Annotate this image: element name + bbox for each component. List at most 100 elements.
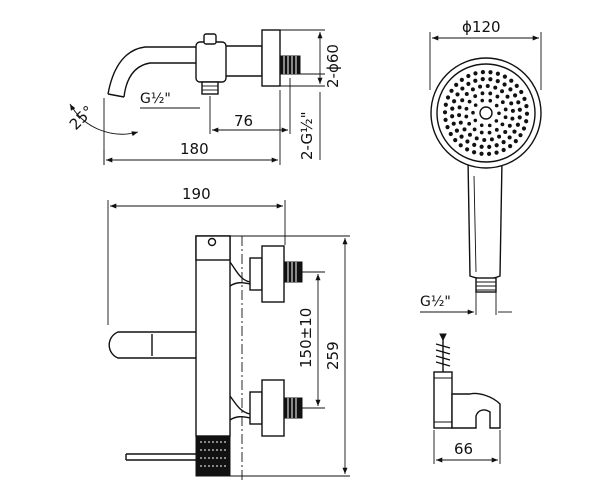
nozzle-dot: [450, 106, 455, 111]
nozzle-dot: [485, 84, 490, 89]
nozzle-dot: [510, 116, 515, 121]
nozzle-dot: [460, 98, 465, 103]
nozzle-dot: [516, 100, 521, 105]
nozzle-dot: [500, 100, 505, 105]
nozzle-dot: [479, 123, 484, 128]
mixer-body: [195, 41, 227, 83]
front-cartridge: [195, 435, 231, 477]
nozzle-dot: [451, 121, 456, 126]
nozzle-dot: [521, 126, 527, 131]
nozzle-dot: [487, 123, 492, 128]
nozzle-dot: [480, 98, 485, 103]
nozzle-dot: [517, 115, 522, 120]
wall-inlets-label: 2-G½": [298, 111, 316, 160]
nozzle-dot: [465, 147, 470, 152]
nozzle-dot: [479, 130, 484, 135]
head-diameter-label: ϕ120: [462, 18, 501, 36]
nozzle-dot: [501, 139, 506, 145]
nozzle-dot: [507, 123, 512, 128]
front-overall-width-label: 190: [182, 185, 211, 203]
nozzle-dot: [480, 70, 486, 75]
nozzle-dot: [486, 151, 492, 156]
nozzle-dot: [495, 71, 500, 76]
nozzle-dot: [464, 114, 469, 119]
nozzle-dot: [473, 118, 478, 123]
nozzle-dot: [466, 81, 471, 87]
nozzle-dot: [524, 119, 529, 124]
nozzle-dot: [462, 127, 467, 132]
nozzle-dot: [513, 139, 518, 144]
nozzle-dot: [494, 103, 499, 108]
wall-bracket-view: 66: [433, 333, 501, 464]
inlet-to-outlet-label: 76: [234, 112, 253, 130]
nozzle-dot: [505, 94, 510, 99]
nozzle-dot: [464, 92, 469, 97]
nozzle-dot: [488, 77, 493, 82]
nozzle-dot: [471, 110, 475, 115]
inlet-spacing-label: 150±10: [297, 308, 315, 368]
nozzle-dot: [494, 150, 499, 155]
nozzle-dot: [501, 147, 506, 153]
spout-angle-label: 25°: [66, 102, 98, 134]
nozzle-dot: [503, 115, 508, 120]
top-inlet-thread-label: G½": [140, 91, 171, 107]
nozzle-dot: [466, 73, 471, 79]
bracket-width-label: 66: [454, 440, 473, 458]
nozzle-dot: [479, 151, 484, 156]
front-body: [195, 235, 231, 437]
nozzle-dot: [443, 117, 448, 122]
nozzle-dot: [474, 136, 479, 141]
nozzle-dot: [510, 108, 515, 113]
hose-thread-label: G½": [420, 294, 451, 310]
nozzle-dot: [512, 93, 518, 98]
nozzle-dot: [472, 142, 477, 147]
nozzle-dot: [465, 139, 470, 144]
nozzle-dot: [524, 104, 529, 109]
nozzle-dot: [449, 88, 454, 93]
nozzle-dot: [512, 129, 517, 134]
nozzle-dot: [448, 131, 453, 137]
nozzle-dot: [488, 70, 493, 75]
nozzle-dot: [507, 135, 512, 140]
nozzle-dot: [478, 84, 483, 89]
nozzle-dot: [488, 91, 493, 96]
nozzle-dot: [454, 128, 460, 133]
bracket-holder: [451, 392, 501, 429]
top-view: 25° G½" 76 180 2-ϕ60 2-G½": [66, 29, 342, 165]
nozzle-dot: [509, 78, 514, 83]
nozzle-dot: [473, 71, 478, 76]
top-overall-width-label: 180: [180, 140, 209, 158]
nozzle-dot: [460, 86, 465, 91]
nozzle-dot: [518, 133, 523, 138]
nozzle-dot: [502, 74, 507, 79]
nozzle-dot: [522, 96, 527, 101]
nozzle-dot: [458, 143, 463, 148]
nozzle-dot: [457, 105, 462, 110]
spout: [107, 46, 200, 95]
nozzle-dot: [467, 132, 472, 137]
nozzle-dot: [467, 99, 472, 104]
shower-nozzles: [442, 70, 530, 156]
nozzle-dot: [458, 120, 463, 125]
front-view: 190: [107, 185, 350, 480]
nozzle-dot: [455, 92, 460, 97]
nozzle-dot: [493, 85, 498, 90]
nozzle-dot: [472, 150, 477, 155]
nozzle-dot: [495, 94, 500, 99]
nozzle-dot: [517, 107, 522, 112]
nozzle-dot: [473, 78, 478, 83]
nozzle-dot: [487, 144, 492, 149]
nozzle-dot: [508, 87, 513, 92]
nozzle-dot: [524, 111, 530, 116]
nozzle-dot: [459, 77, 464, 82]
inlet-connector: [201, 81, 219, 95]
nozzle-dot: [503, 107, 508, 112]
bracket-plate: [433, 371, 453, 429]
nozzle-dot: [453, 138, 458, 143]
nozzle-dot: [503, 129, 508, 134]
nozzle-dot: [482, 137, 487, 142]
nozzle-dot: [467, 121, 472, 126]
nozzle-dot: [509, 101, 514, 106]
nozzle-dot: [445, 95, 451, 100]
